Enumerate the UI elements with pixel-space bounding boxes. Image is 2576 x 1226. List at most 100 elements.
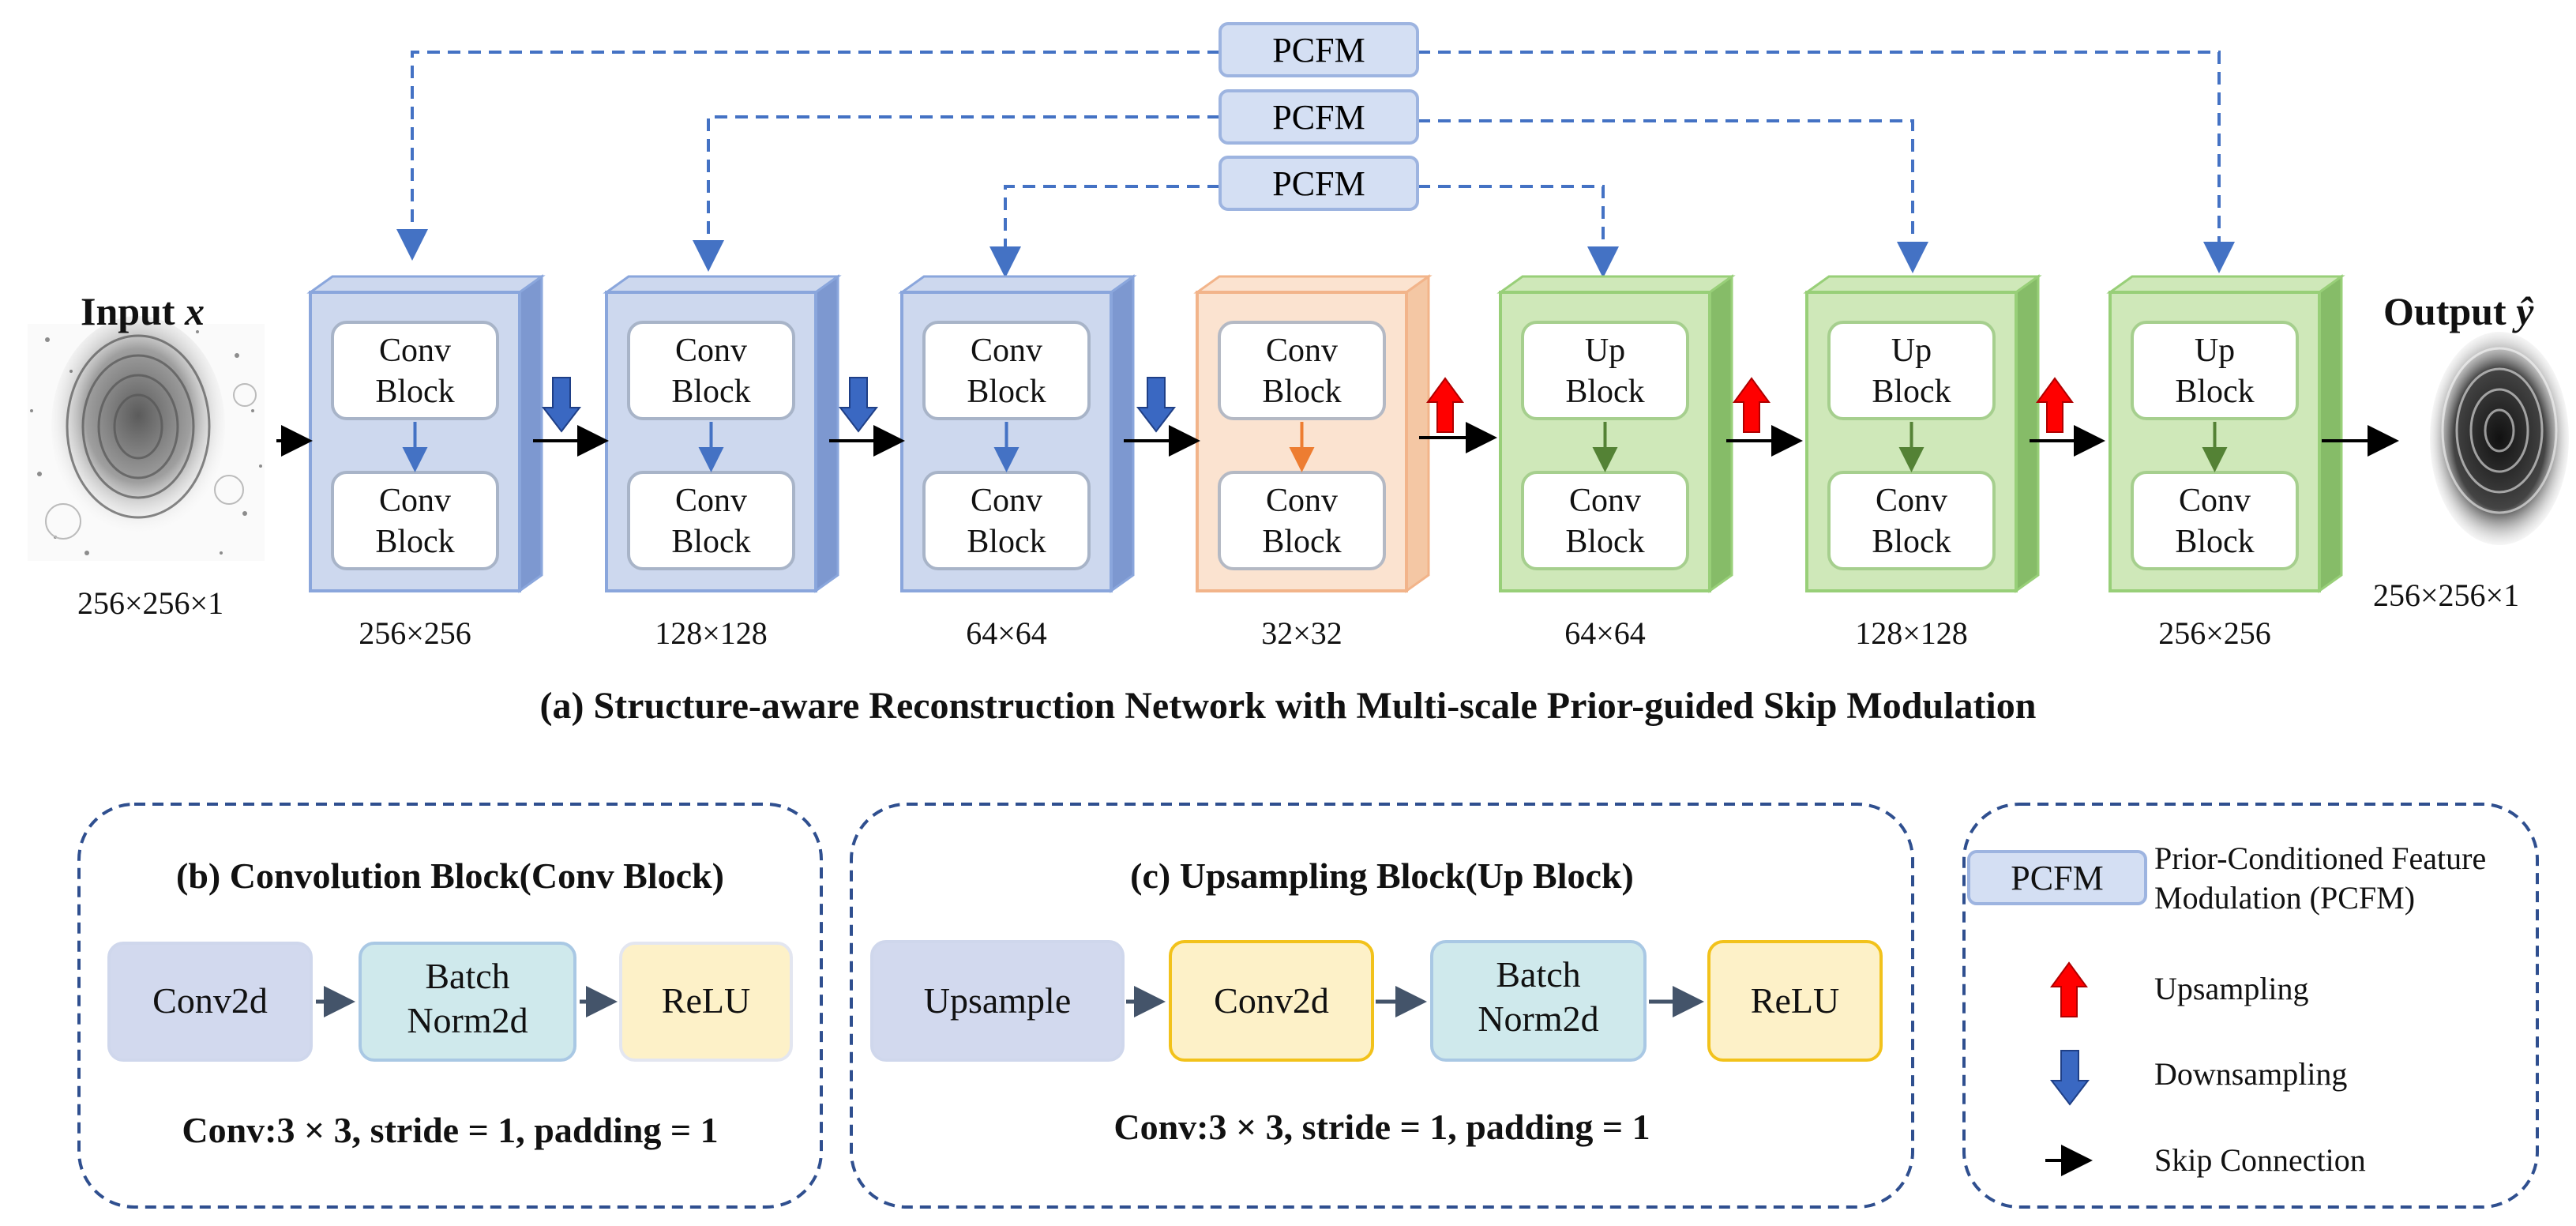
stage-block-5	[1496, 274, 1736, 593]
stage-5-top-label: Up Block	[1565, 333, 1645, 410]
stage-inner-box-top	[331, 321, 499, 420]
panel-c-border	[850, 803, 1914, 1209]
stage-side-face	[1110, 274, 1135, 593]
input-label-text: Input	[81, 289, 175, 333]
stage-block-6	[1803, 274, 2042, 593]
stage-block-2	[603, 274, 842, 593]
stage-6-top-label: Up Block	[1872, 333, 1951, 410]
panel-b-steps	[107, 942, 793, 1062]
pcfm-label-outer: PCFM	[1272, 31, 1365, 70]
output-fingerprint-image	[2430, 332, 2569, 545]
panel-b-relu-label: ReLU	[661, 980, 751, 1021]
panel-c-relu-box	[1707, 940, 1883, 1062]
stage-2-top-label: Conv Block	[671, 333, 751, 410]
stage-inner-box-bottom	[2131, 471, 2299, 570]
stage-side-face	[1708, 274, 1733, 593]
pcfm-middle-right-line	[1418, 119, 1928, 273]
pcfm-boxes: PCFM PCFM PCFM	[1219, 22, 1419, 211]
stage-inner-box-bottom	[1218, 471, 1386, 570]
panel-c-steps	[870, 940, 1883, 1062]
stage-7-size-label: 256×256	[2158, 615, 2271, 651]
output-label-text: Output	[2383, 289, 2507, 333]
output-label: Output ŷ	[2383, 288, 2533, 334]
flow-arrows	[276, 422, 2399, 457]
stage-top-face	[2106, 275, 2345, 294]
stage-side-face	[1405, 274, 1430, 593]
panel-c-title: (c) Upsampling Block(Up Block)	[1130, 856, 1634, 896]
stage-4-bottom-label: Conv Block	[1262, 483, 1342, 560]
pcfm-inner-left-line	[989, 185, 1220, 278]
network-stages	[306, 274, 2345, 593]
panel-c-batchnorm-label: Batch Norm2d	[1478, 954, 1599, 1039]
stage-block-3	[898, 274, 1137, 593]
legend-pcfm-box-label: PCFM	[2011, 859, 2104, 897]
stage-inner-box-top	[1827, 321, 1996, 420]
downsampling-icon-3	[1136, 377, 1177, 433]
pcfm-label-middle: PCFM	[1272, 98, 1365, 137]
stage-2-size-label: 128×128	[655, 615, 768, 651]
stage-inner-box-bottom	[627, 471, 795, 570]
stage-inner-box-top	[1218, 321, 1386, 420]
panel-b-conv2d-label: Conv2d	[152, 980, 268, 1021]
stage-block-7	[2106, 274, 2345, 593]
stage-top-face	[603, 275, 842, 294]
pcfm-skip-lines	[396, 51, 2235, 278]
panel-borders	[77, 803, 2539, 1209]
stage-side-face	[2015, 274, 2040, 593]
panel-b-relu-box	[619, 942, 793, 1062]
caption-a: (a) Structure-aware Reconstruction Netwo…	[539, 685, 2037, 727]
downsampling-arrows	[541, 377, 1177, 433]
stage-1-bottom-label: Conv Block	[375, 483, 455, 560]
stage-side-face	[518, 274, 543, 593]
stage-1-top-label: Conv Block	[375, 333, 455, 410]
stage-top-face	[1193, 275, 1433, 294]
stage-inner-box-top	[922, 321, 1091, 420]
panel-b-conv2d-box	[107, 942, 313, 1062]
pcfm-label-inner: PCFM	[1272, 164, 1365, 203]
stage-3-size-label: 64×64	[966, 615, 1047, 651]
legend-downsampling-label: Downsampling	[2154, 1056, 2348, 1092]
pcfm-box-outer	[1219, 22, 1419, 77]
stage-1-size-label: 256×256	[359, 615, 471, 651]
stage-4-top-label: Conv Block	[1262, 333, 1342, 410]
downsampling-icon-2	[838, 377, 879, 433]
stage-7-top-label: Up Block	[2175, 333, 2255, 410]
panel-c-conv2d-box	[1169, 940, 1374, 1062]
stage-inner-box-bottom	[922, 471, 1091, 570]
panel-b-batchnorm-box	[359, 942, 576, 1062]
stage-side-face	[2318, 274, 2343, 593]
stage-inner-box-bottom	[331, 471, 499, 570]
stage-inner-box-top	[627, 321, 795, 420]
legend-downsampling-icon	[2049, 1050, 2090, 1106]
input-label: Input x	[81, 288, 205, 334]
upsampling-icon-2	[1733, 377, 1771, 433]
legend-pcfm-box	[1967, 850, 2147, 905]
input-fingerprint-image	[28, 316, 265, 561]
legend-icons	[1967, 850, 2147, 1176]
pcfm-box-inner	[1219, 156, 1419, 211]
pcfm-middle-left-line	[693, 115, 1220, 272]
input-size: 256×256×1	[77, 585, 224, 621]
panel-b-border	[77, 803, 823, 1209]
stage-3-bottom-label: Conv Block	[967, 483, 1046, 560]
panel-c-conv2d-label: Conv2d	[1214, 980, 1329, 1021]
upsampling-icon-1	[1426, 377, 1464, 433]
downsampling-icon-1	[541, 377, 582, 433]
stage-top-face	[898, 275, 1137, 294]
pcfm-outer-right-line	[1418, 51, 2235, 273]
panel-c-upsample-box	[870, 940, 1125, 1062]
stage-4-size-label: 32×32	[1261, 615, 1342, 651]
upsampling-arrows	[1426, 377, 2074, 433]
pcfm-outer-left-line	[396, 51, 1220, 261]
legend-border	[1962, 803, 2539, 1209]
panel-c-upsample-label: Upsample	[923, 980, 1072, 1021]
panel-c-formula: Conv:3 × 3, stride = 1, padding = 1	[1113, 1107, 1650, 1147]
stage-7-bottom-label: Conv Block	[2175, 483, 2255, 560]
output-variable: ŷ	[2516, 289, 2534, 333]
legend-upsampling-icon	[2050, 961, 2088, 1017]
stage-inner-box-bottom	[1827, 471, 1996, 570]
legend-pcfm-description: Prior-Conditioned Feature Modulation (PC…	[2154, 841, 2487, 916]
stage-top-face	[1803, 275, 2042, 294]
stage-3-top-label: Conv Block	[967, 333, 1046, 410]
